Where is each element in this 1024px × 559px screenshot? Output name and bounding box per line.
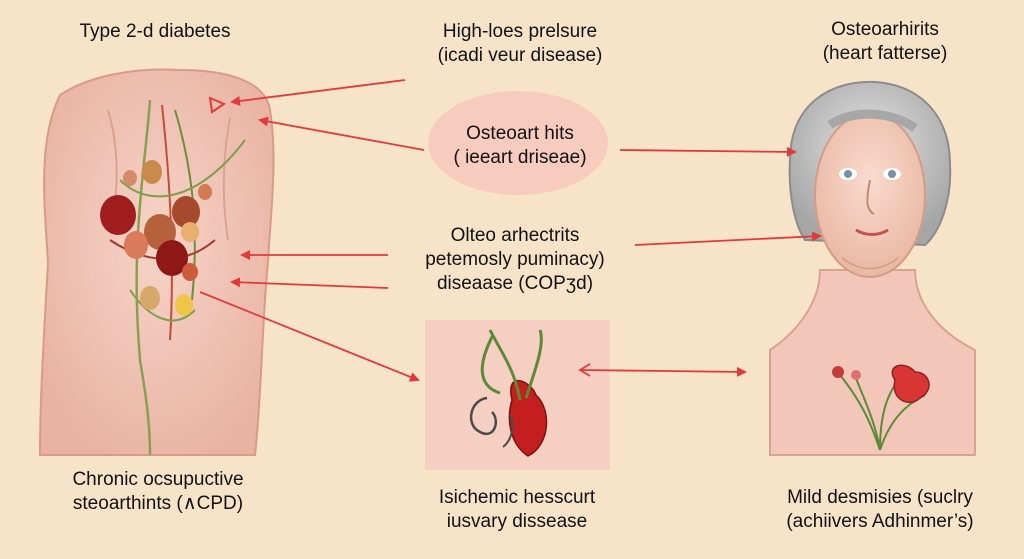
arrow-panel-to-face — [581, 366, 747, 377]
torso-illustration — [38, 68, 275, 456]
heart-illustration — [469, 329, 548, 457]
label-top-center: High-loes prelsure (icadi veur disease) — [390, 20, 650, 68]
arrow-top-to-triangle — [230, 79, 406, 106]
label-top-right-line-1: Osteoarhirits — [831, 19, 939, 40]
label-bottom-right-line-1: Mild desmisies (suclry — [787, 487, 973, 508]
label-top-center-line-2: (icadi veur disease) — [437, 45, 603, 66]
label-top-left-line-1: Type 2-d diabetes — [79, 21, 231, 42]
label-middle-center-line-3: diseaase (COPʒd) — [436, 273, 594, 294]
label-oval: Osteoart hits ( ieeart driseae) — [425, 122, 615, 170]
arrow-oval-to-torso — [258, 116, 425, 151]
label-middle-center: Olteo arhectrits petemosly puminacy) dis… — [390, 224, 640, 296]
arrow-panel-left-head — [578, 363, 591, 377]
arrow-torso-to-panel — [199, 291, 420, 382]
label-top-center-line-1: High-loes prelsure — [442, 21, 598, 42]
label-bottom-left: Chronic ocsupuctive steoarthints (∧CPD) — [18, 468, 298, 516]
label-bottom-center-line-2: iusvary dissease — [446, 511, 588, 532]
arrow-middle-to-face — [634, 231, 822, 246]
label-top-right: Osteoarhirits (heart fatterse) — [770, 18, 1000, 66]
label-oval-line-1: Osteoart hits — [466, 123, 574, 144]
label-bottom-right-line-2: (achiivers Adhinmer’s) — [786, 511, 974, 532]
label-middle-center-line-1: Olteo arhectrits — [450, 225, 580, 246]
label-oval-line-2: ( ieeart driseae) — [453, 147, 587, 168]
arrows — [199, 79, 822, 382]
arrow-oval-to-face — [619, 146, 797, 157]
label-top-right-line-2: (heart fatterse) — [822, 43, 948, 64]
label-bottom-center: Isichemic hesscurt iusvary dissease — [392, 486, 642, 534]
arrow-middle2-to-torso — [230, 277, 389, 289]
label-top-left: Type 2-d diabetes — [40, 20, 270, 44]
label-middle-center-line-2: petemosly puminacy) — [425, 249, 605, 270]
label-bottom-right: Mild desmisies (suclry (achiivers Adhinm… — [740, 486, 1020, 534]
oval-background — [428, 91, 608, 195]
label-bottom-center-line-1: Isichemic hesscurt — [438, 487, 596, 508]
label-bottom-left-line-1: Chronic ocsupuctive — [72, 469, 244, 490]
portrait-illustration — [769, 80, 976, 456]
label-bottom-left-line-2: steoarthints (∧CPD) — [72, 493, 244, 514]
